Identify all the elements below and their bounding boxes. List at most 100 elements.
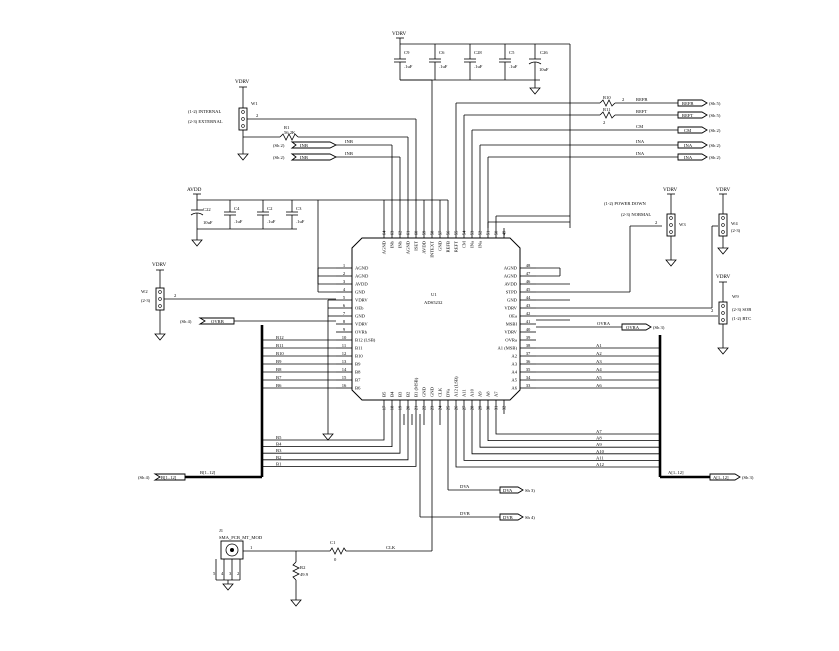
connector-j1: J1 SMA_PCB_MT_MOD 1 5 4 3 2	[213, 528, 330, 591]
pin-number: 22	[422, 405, 427, 410]
ina-tag-1	[677, 141, 708, 149]
svg-text:INA: INA	[684, 143, 693, 148]
pin-name: VDRV	[355, 322, 368, 327]
dva-net: DVA DVA Sh 3)	[447, 414, 535, 494]
pin-number: 49	[502, 230, 507, 235]
svg-text:B[1..12]: B[1..12]	[200, 470, 216, 475]
pin-name: A4	[511, 370, 517, 375]
clk-net: CLK	[346, 414, 433, 552]
svg-text:(Sh 5): (Sh 5)	[709, 101, 721, 106]
pin-number: 38	[526, 343, 531, 348]
ref-nets: R10 2 REFB REFB (Sh 5) R11 2 REFT REFT (…	[455, 95, 721, 228]
svg-text:2: 2	[622, 97, 625, 102]
pin-name: MSBI	[506, 322, 518, 327]
svg-text:DVA: DVA	[460, 484, 470, 489]
avdd-decoupling: AVDD C22 10uF C4 .1uF C2 .1uF	[187, 187, 385, 285]
svg-text:REFB: REFB	[682, 101, 694, 106]
pin-name: GND	[355, 290, 366, 295]
ovra-net: OVRA OVRA (Sh 3)	[536, 321, 665, 331]
pin-number: 18	[390, 405, 395, 410]
dvb-net: DVB DVB Sh 4)	[419, 414, 535, 521]
svg-text:.1uF: .1uF	[474, 64, 483, 69]
svg-text:C22: C22	[203, 207, 211, 212]
svg-text:VDRV: VDRV	[663, 187, 678, 193]
a-net-label: A7	[596, 429, 602, 434]
svg-text:.1uF: .1uF	[234, 219, 243, 224]
svg-text:W3: W3	[679, 222, 686, 227]
pin-number: 5	[343, 295, 346, 300]
pin-name: AVDD	[355, 282, 368, 287]
svg-text:2: 2	[237, 571, 240, 576]
jumper-w1: VDRV W1 (1-2) INTERNAL (2-3) EXTERNAL 2	[188, 79, 417, 228]
svg-text:2: 2	[603, 120, 606, 125]
pin-name: A7	[494, 391, 499, 397]
svg-text:(Sh 3): (Sh 3)	[653, 325, 665, 330]
pin-name: AGND	[355, 274, 369, 279]
svg-text:(Sh 4): (Sh 4)	[180, 319, 192, 324]
pin-number: 29	[478, 405, 483, 410]
ovrb-tag	[198, 317, 235, 325]
pin-name: B12 (LSB)	[355, 338, 376, 343]
cap-c26: C26 10uF	[528, 44, 549, 80]
svg-text:(1-2) INTERNAL: (1-2) INTERNAL	[188, 109, 221, 114]
svg-text:ADS5232: ADS5232	[424, 300, 443, 305]
svg-text:DVA: DVA	[503, 488, 513, 493]
pin-name: DVa	[446, 389, 451, 397]
a-net-label: A4	[596, 367, 602, 372]
pin-name: VDRV	[355, 298, 368, 303]
pin-name: INb	[390, 240, 395, 248]
pin-number: 61	[406, 230, 411, 235]
pin-name: INa	[470, 241, 475, 248]
pin-name: A3	[511, 362, 517, 367]
pin-number: 16	[342, 383, 347, 388]
pin-number: 41	[526, 319, 531, 324]
pin-name: GND	[430, 386, 435, 397]
pin-number: 55	[454, 230, 459, 235]
svg-text:(Sh 4): (Sh 4)	[138, 475, 150, 480]
svg-text:.1uF: .1uF	[509, 64, 518, 69]
pin-name: OVRa	[505, 338, 517, 343]
pin-number: 36	[526, 359, 531, 364]
pin-number: 51	[486, 230, 491, 235]
svg-text:.1uF: .1uF	[404, 64, 413, 69]
svg-text:(2-3) NORMAL: (2-3) NORMAL	[621, 212, 651, 217]
pin-name: INTEXT	[430, 241, 435, 258]
svg-text:(Sh 2): (Sh 2)	[273, 155, 285, 160]
pin-name: B9	[355, 362, 361, 367]
cap-c3: C3 .1uF	[286, 200, 305, 229]
svg-text:INA: INA	[684, 155, 693, 160]
pin-number: 39	[526, 335, 531, 340]
b-bus-port: (Sh 4) B[1..12] B[1..12]	[138, 470, 216, 481]
pin-number: 4	[343, 287, 346, 292]
svg-text:B[1..12]: B[1..12]	[161, 475, 177, 480]
svg-text:49.9: 49.9	[300, 572, 309, 577]
right-rails	[536, 225, 718, 321]
a-net-label: A3	[596, 359, 602, 364]
svg-text:(2-3): (2-3)	[731, 228, 741, 233]
pin-name: AGND	[382, 240, 387, 254]
pin-number: 1	[343, 263, 346, 268]
svg-text:CM: CM	[636, 124, 643, 129]
svg-text:DVB: DVB	[460, 511, 470, 516]
reft-tag	[677, 111, 708, 119]
svg-text:.1uF: .1uF	[267, 219, 276, 224]
svg-text:VDRV: VDRV	[716, 274, 731, 280]
svg-text:2: 2	[256, 113, 259, 118]
pin-number: 3	[343, 279, 346, 284]
svg-text:INB: INB	[345, 151, 353, 156]
svg-text:C3: C3	[296, 206, 302, 211]
b-net-label: B6	[276, 383, 282, 388]
pin-name: GND	[355, 314, 366, 319]
svg-text:(Sh 2): (Sh 2)	[709, 143, 721, 148]
pin-number: 54	[462, 230, 467, 235]
svg-text:SMA_PCB_MT_MOD: SMA_PCB_MT_MOD	[219, 535, 263, 540]
svg-text:10uF: 10uF	[539, 67, 549, 72]
b-net-label: B3	[276, 448, 282, 453]
pin-name: GND	[438, 240, 443, 251]
pin-number: 24	[438, 405, 443, 410]
pin-name: OVRb	[355, 330, 368, 335]
pin-number: 32	[502, 405, 507, 410]
cap-c22: C22 10uF	[190, 200, 213, 236]
pin-number: 15	[342, 375, 347, 380]
